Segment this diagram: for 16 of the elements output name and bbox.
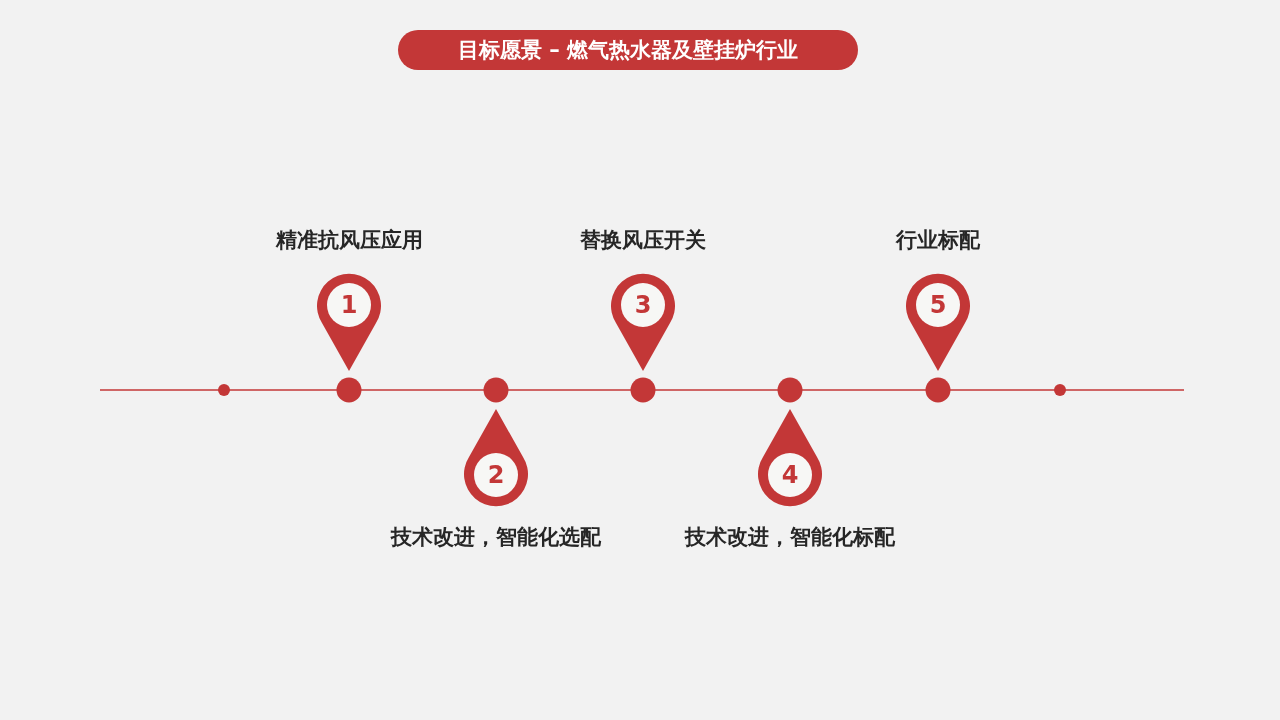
map-pin xyxy=(906,273,970,373)
step-label: 技术改进，智能化选配 xyxy=(389,524,602,551)
step-label: 替换风压开关 xyxy=(579,227,707,254)
title-banner: 目标愿景 – 燃气热水器及壁挂炉行业 xyxy=(398,30,858,70)
map-pin xyxy=(611,273,675,373)
step-number: 5 xyxy=(928,290,948,321)
step-number: 1 xyxy=(339,290,359,321)
step-number: 3 xyxy=(633,290,653,321)
map-pin xyxy=(317,273,381,373)
map-pin xyxy=(758,407,822,507)
step-number: 2 xyxy=(486,460,506,491)
step-label: 技术改进，智能化标配 xyxy=(683,524,896,551)
map-pin xyxy=(464,407,528,507)
step-label: 行业标配 xyxy=(894,227,981,254)
step-number: 4 xyxy=(780,460,800,491)
step-label: 精准抗风压应用 xyxy=(274,227,424,254)
